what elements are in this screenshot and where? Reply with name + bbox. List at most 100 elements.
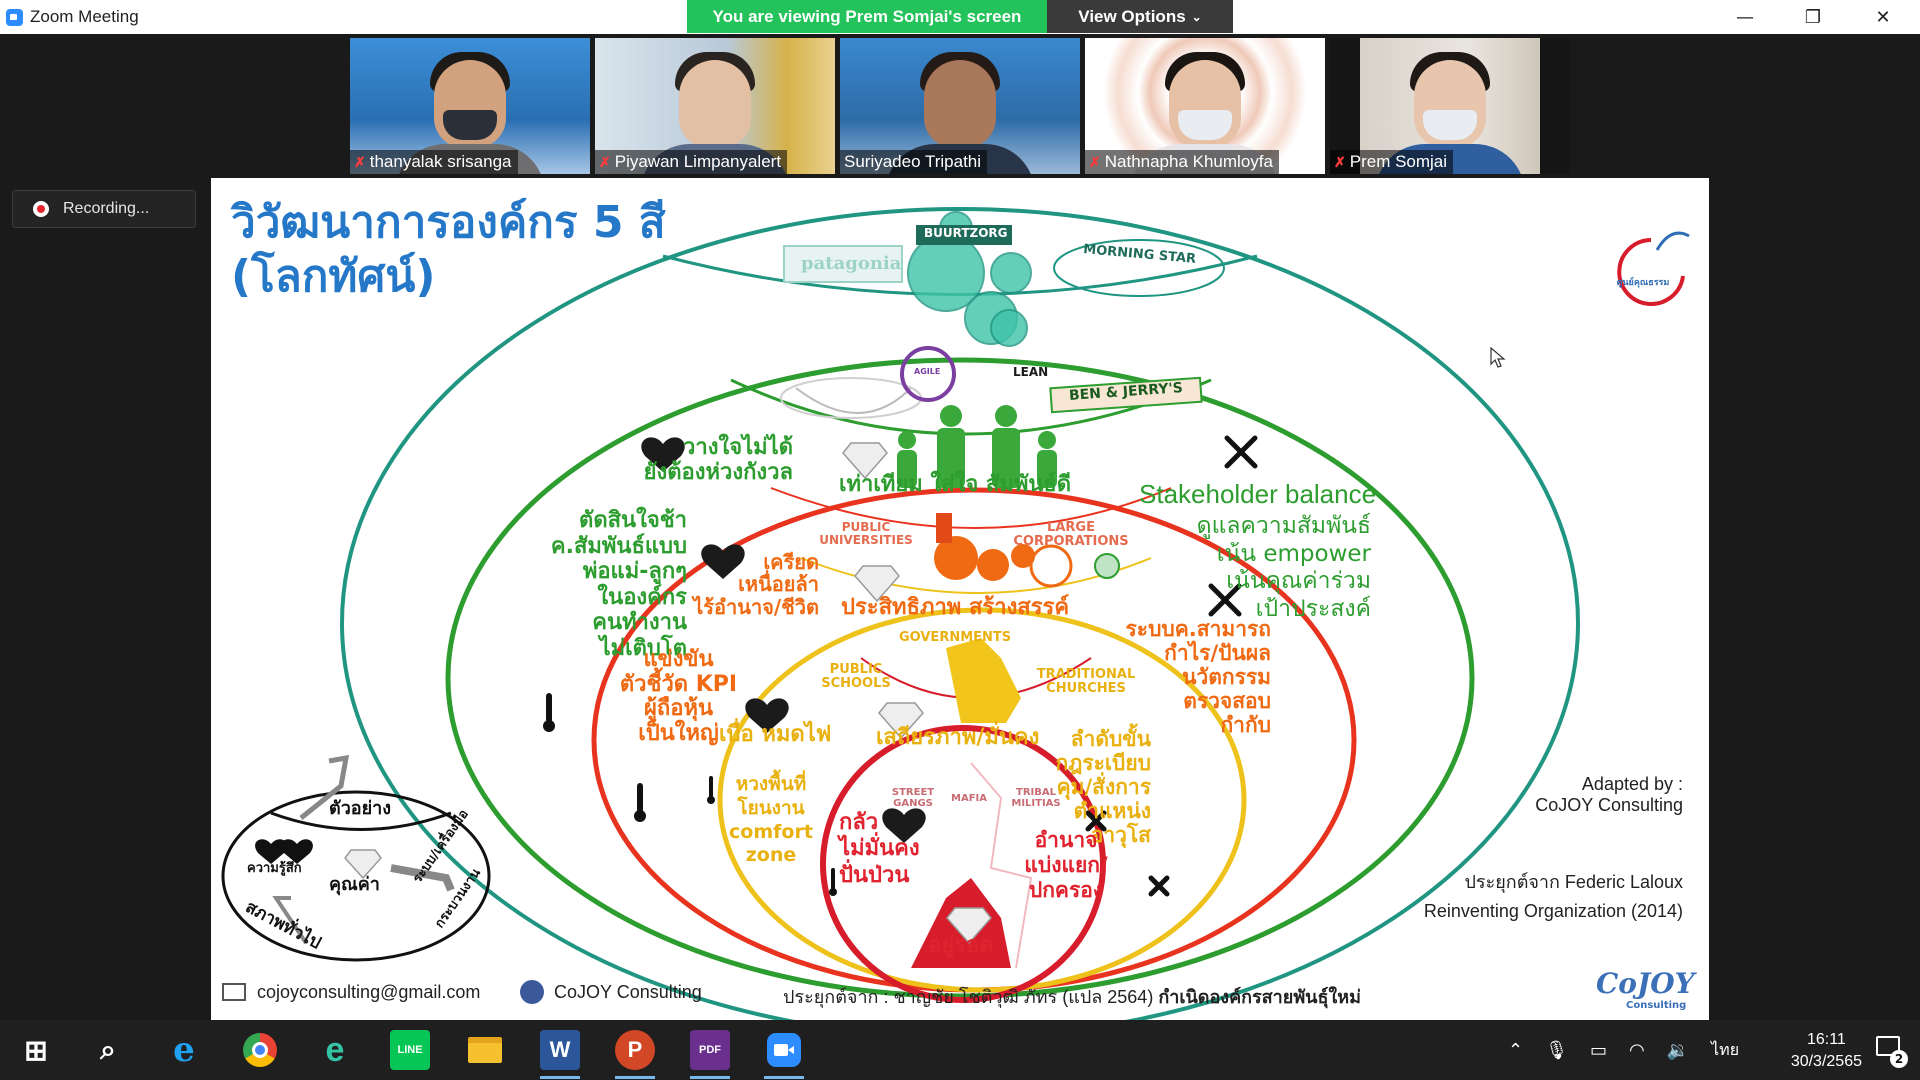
orange-feeling-1: เครียด: [763, 550, 819, 574]
red-feeling-2: ไม่มั่นคง: [839, 836, 920, 862]
yellow-left-1: หวงพื้นที่: [735, 773, 807, 795]
participant-tile[interactable]: ✗Nathnapha Khumloyfa: [1085, 38, 1325, 174]
orange-right-text: ระบบค.สามารถ กำไร/ปันผล นวัตกรรม ตรวจสอบ…: [1071, 617, 1271, 738]
green-left-3: พ่อแม่-ลูกๆ: [582, 559, 687, 585]
green-left-4: ในองค์กร: [597, 584, 687, 610]
internet-explorer-icon[interactable]: e: [173, 1030, 195, 1070]
street-gangs-label: STREET GANGS: [883, 787, 943, 809]
wifi-icon[interactable]: ◠: [1628, 1039, 1645, 1060]
view-options-button[interactable]: View Options ⌄: [1047, 0, 1233, 33]
folder-shape: [468, 1037, 502, 1063]
email-icon: [222, 983, 246, 1001]
mic-muted-icon: ✗: [1334, 153, 1346, 170]
legend-hearts-icon: [255, 839, 313, 864]
window-title: Zoom Meeting: [30, 7, 139, 26]
participant-tile-active-speaker[interactable]: Suriyadeo Tripathi: [840, 38, 1080, 174]
zoom-taskbar-logo: [767, 1033, 801, 1067]
orange-feeling-text: เครียด เหนื่อยล้า ไร้อำนาจ/ชีวิต: [657, 551, 819, 618]
buurtzorg-badge: [916, 225, 1012, 245]
mic-muted-icon: ✗: [1089, 153, 1101, 170]
taskbar-clock[interactable]: 16:11 30/3/2565: [1791, 1029, 1862, 1073]
zoom-camera-lens: [788, 1046, 794, 1054]
pdf-app-icon[interactable]: PDF: [690, 1030, 730, 1079]
participant-name: Piyawan Limpanyalert: [614, 152, 782, 171]
notification-icon: [1876, 1036, 1900, 1056]
recording-indicator[interactable]: Recording...: [12, 190, 196, 228]
red-right-3: ปกครอง: [1028, 878, 1104, 903]
legend-feeling: ความรู้สึก: [247, 861, 302, 876]
mic-muted-icon: ✗: [599, 153, 611, 170]
legend-divider: [270, 811, 452, 831]
email-text[interactable]: cojoyconsulting@gmail.com: [257, 982, 481, 1002]
orange-left-text: แข่งขัน ตัวชี้วัด KPI ผู้ถือหุ้น เป็นใหญ…: [596, 647, 761, 747]
legend-arrow-right: [390, 864, 455, 892]
mafia-label: MAFIA: [951, 793, 987, 804]
powerpoint-icon[interactable]: P: [615, 1030, 655, 1079]
traditional-churches-2: CHURCHES: [1046, 680, 1126, 696]
viewing-banner: You are viewing Prem Somjai's screen: [687, 0, 1047, 33]
notification-center-button[interactable]: 2: [1876, 1036, 1908, 1068]
agile-label: AGILE: [914, 367, 941, 376]
legend-arrow-left: [272, 896, 308, 945]
orange-feeling-3: ไร้อำนาจ/ชีวิต: [693, 594, 819, 619]
orange-value-text: ประสิทธิภาพ สร้างสรรค์: [841, 595, 1070, 620]
red-value-text: อยู่รอด: [928, 933, 994, 958]
participant-face: [924, 60, 996, 148]
green-feeling-2: ยังต้องห่วงกังวล: [643, 459, 793, 485]
line-icon[interactable]: LINE: [390, 1030, 430, 1070]
ben-jerrys-logo: [1049, 376, 1203, 414]
participant-name: thanyalak srisanga: [369, 152, 512, 171]
restore-button[interactable]: ❐: [1804, 6, 1822, 28]
green-right-3: เน้นคุณค่าร่วม: [1226, 568, 1371, 595]
participant-tile[interactable]: ✗Prem Somjai: [1330, 38, 1570, 174]
participant-face: [679, 60, 751, 148]
participant-name: Prem Somjai: [1349, 152, 1448, 171]
participant-name-tag: ✗Nathnapha Khumloyfa: [1085, 150, 1279, 174]
public-universities-2: UNIVERSITIES: [819, 532, 913, 547]
participant-tile[interactable]: ✗thanyalak srisanga: [350, 38, 590, 174]
agile-logo: [900, 346, 956, 402]
battery-icon[interactable]: ▭: [1589, 1039, 1607, 1060]
legend-value: คุณค่า: [329, 874, 380, 895]
orange-left-2: ตัวชี้วัด KPI: [619, 671, 738, 697]
word-icon[interactable]: W: [540, 1030, 580, 1079]
participant-tile[interactable]: ✗Piyawan Limpanyalert: [595, 38, 835, 174]
public-universities-label: PUBLIC UNIVERSITIES: [811, 521, 921, 546]
close-button[interactable]: ✕: [1875, 6, 1891, 28]
zoom-icon[interactable]: [764, 1030, 804, 1079]
green-left-6: ไม่เติบโต: [599, 635, 687, 661]
morning-star-logo: [1053, 239, 1225, 297]
microphone-icon[interactable]: 🎙: [1545, 1039, 1568, 1060]
chevron-up-icon[interactable]: ⌃: [1508, 1039, 1524, 1060]
worker-icon: [1094, 553, 1120, 579]
adapted-by-2: CoJOY Consulting: [1535, 795, 1683, 815]
orange-right-4: ตรวจสอบ: [1183, 688, 1271, 713]
orange-divider: [770, 487, 1172, 529]
windows-start-icon[interactable]: ⊞: [24, 1034, 48, 1066]
diamond-icons: [842, 442, 992, 945]
search-icon[interactable]: ⌕: [100, 1033, 116, 1065]
zoom-logo-icon: [6, 9, 23, 26]
volume-icon[interactable]: 🔉: [1666, 1039, 1690, 1060]
green-feeling-1: วางใจไม่ได้: [683, 435, 793, 460]
windows-taskbar: ⊞ ⌕ e e LINE W P PDF ⌃ 🎙 ▭ ◠ 🔉 ไทย: [0, 1020, 1920, 1080]
yellow-left-3: comfort: [729, 820, 813, 843]
edge-icon[interactable]: e: [325, 1030, 345, 1069]
chrome-icon[interactable]: [240, 1030, 280, 1070]
participant-name-tag: Suriyadeo Tripathi: [840, 150, 988, 174]
minimize-button[interactable]: —: [1736, 6, 1754, 28]
participant-name: Suriyadeo Tripathi: [844, 152, 982, 171]
file-explorer-icon[interactable]: [465, 1030, 505, 1070]
yellow-right-4: ตำแหน่ง: [1073, 798, 1151, 823]
large-corporations-2: CORPORATIONS: [1013, 533, 1129, 549]
legend-example: ตัวอย่าง: [329, 798, 392, 819]
facebook-text[interactable]: CoJOY Consulting: [554, 982, 702, 1002]
yellow-value-text: เสถียรภาพ/มั่นคง: [876, 725, 1040, 750]
participant-name-tag: ✗thanyalak srisanga: [350, 150, 518, 174]
participant-name: Nathnapha Khumloyfa: [1104, 152, 1273, 171]
language-indicator[interactable]: ไทย: [1711, 1041, 1740, 1059]
gears-icon: [934, 513, 1035, 581]
street-gangs-1: STREET: [891, 787, 935, 798]
tools-icons: [1085, 435, 1258, 897]
yellow-left-2: โยนงาน: [737, 796, 805, 819]
